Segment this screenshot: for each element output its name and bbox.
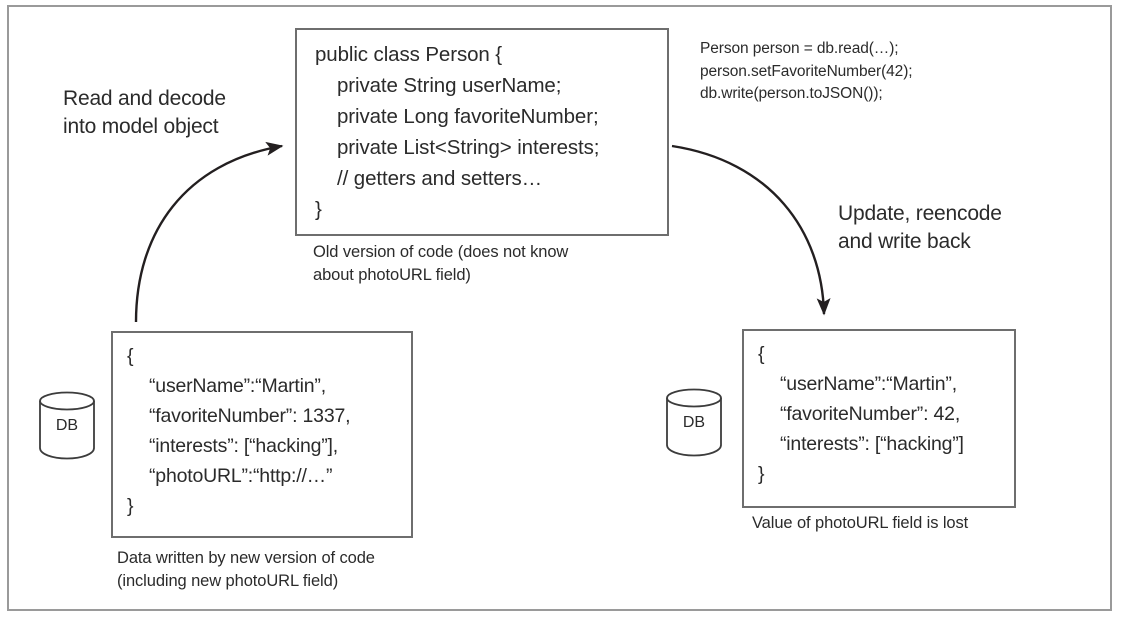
code-line-comment-getters-setters: // getters and setters… [337,167,543,190]
code-line-field-favoritenumber: private Long favoriteNumber; [337,105,599,128]
code-line-class-close: } [315,198,322,221]
code-line-field-username: private String userName; [337,74,562,97]
rewritten-json-box: { “userName”:“Martin”, “favoriteNumber”:… [742,329,1016,508]
database-right-label: DB [682,414,706,431]
database-icon-left: DB [38,390,96,462]
write-arrow-label: Update, reencode and write back [838,200,1088,256]
left-json-field-favoritenumber: “favoriteNumber”: 1337, [149,405,351,427]
usage-code-snippet: Person person = db.read(…); person.setFa… [700,38,1030,106]
code-line-field-interests: private List<String> interests; [337,136,600,159]
database-icon-right: DB [665,387,723,459]
left-json-field-username: “userName”:“Martin”, [149,375,326,397]
write-label-line-2: and write back [838,230,971,253]
cylinder-icon [666,388,722,457]
code-box-caption: Old version of code (does not know about… [313,241,673,287]
new-version-json-box: { “userName”:“Martin”, “favoriteNumber”:… [111,331,413,538]
left-json-field-photourl: “photoURL”:“http://…” [149,465,333,487]
snippet-line-setter: person.setFavoriteNumber(42); [700,62,913,80]
cylinder-icon [39,391,95,460]
code-line-class-decl: public class Person { [315,43,503,66]
snippet-line-write: db.write(person.toJSON()); [700,85,883,102]
right-json-field-username: “userName”:“Martin”, [780,373,957,395]
read-arrow-label: Read and decode into model object [63,85,323,141]
right-json-close-brace: } [758,463,765,485]
read-label-line-2: into model object [63,115,219,138]
left-json-field-interests: “interests”: [“hacking”], [149,435,338,457]
right-json-field-interests: “interests”: [“hacking”] [780,433,964,455]
right-json-field-favoritenumber: “favoriteNumber”: 42, [780,403,961,425]
code-caption-line-1: Old version of code (does not know [313,243,569,261]
right-json-open-brace: { [758,343,765,365]
left-json-close-brace: } [127,495,134,517]
model-class-code-box: public class Person { private String use… [295,28,669,236]
left-json-caption-line-2: (including new photoURL field) [117,572,339,590]
code-caption-line-2: about photoURL field) [313,266,471,284]
snippet-line-read: Person person = db.read(…); [700,40,899,57]
left-json-caption-line-1: Data written by new version of code [117,549,375,567]
left-json-open-brace: { [127,345,134,367]
right-json-caption: Value of photoURL field is lost [752,512,1082,535]
left-json-caption: Data written by new version of code (inc… [117,547,477,593]
read-label-line-1: Read and decode [63,87,226,110]
right-json-caption-line-1: Value of photoURL field is lost [752,514,969,532]
database-left-label: DB [55,417,79,434]
write-label-line-1: Update, reencode [838,202,1002,225]
